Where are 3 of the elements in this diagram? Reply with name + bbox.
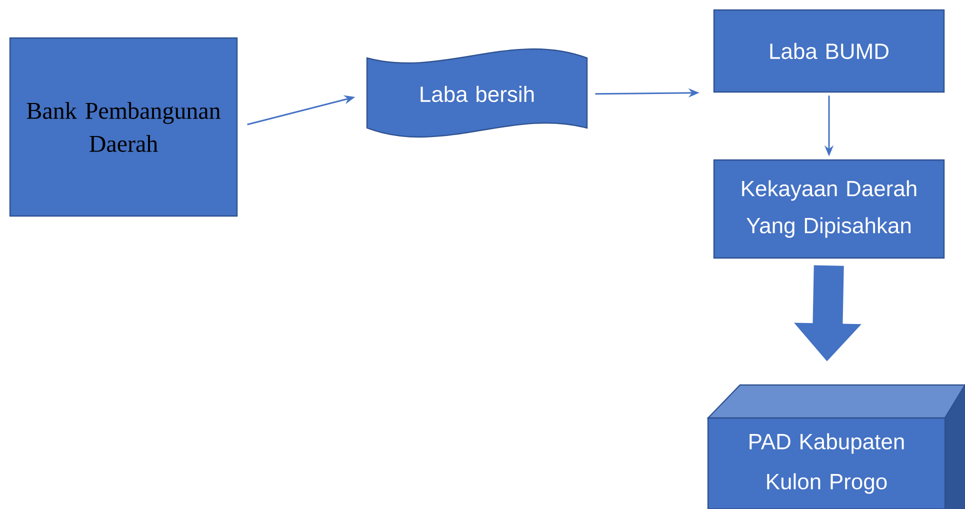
process-box: Bank Pembangunan Daerah (9, 37, 238, 217)
process-box: Kekayaan Daerah Yang Dipisahkan (713, 159, 945, 259)
process-box: Laba BUMD (713, 9, 945, 93)
